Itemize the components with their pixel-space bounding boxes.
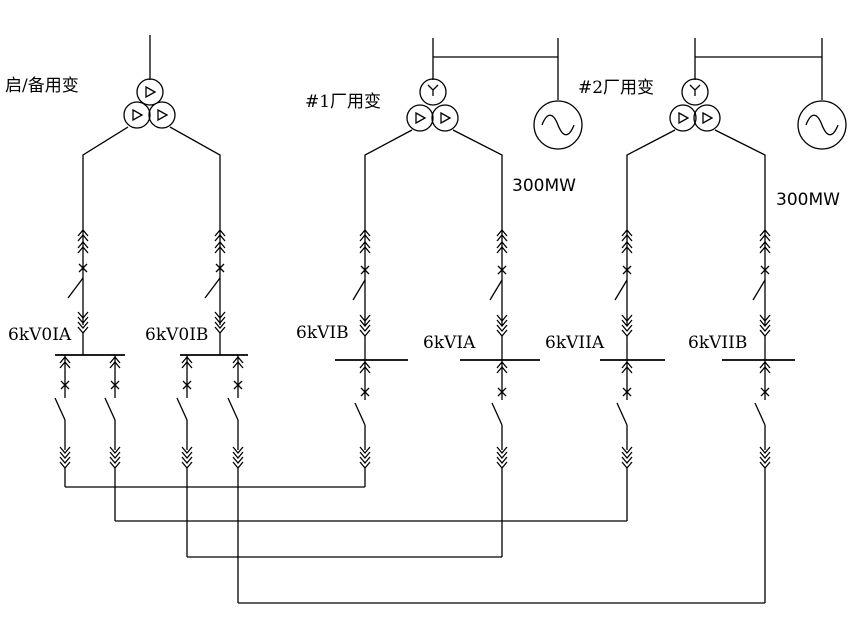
startup-transformer-label: 启/备用变 bbox=[5, 76, 79, 96]
generator-2-label: 300MW bbox=[776, 190, 840, 210]
tie-feeder-vib bbox=[354, 360, 371, 487]
bus-viib-label: 6kVIIB bbox=[688, 333, 747, 353]
tie-feeder-0ia-2 bbox=[104, 355, 121, 521]
unit2-transformer-label: #2厂用变 bbox=[578, 78, 654, 98]
bus-0ib-label: 6kV0IB bbox=[145, 325, 208, 345]
generator-1-icon bbox=[533, 100, 583, 150]
incoming-breaker-0ib bbox=[204, 229, 226, 334]
incoming-breaker-vib bbox=[352, 229, 371, 360]
generator-2-icon bbox=[797, 100, 847, 150]
incoming-breaker-via bbox=[489, 229, 508, 360]
tie-feeder-0ia-1 bbox=[54, 355, 71, 487]
incoming-breaker-viib bbox=[752, 229, 771, 360]
tie-feeder-0ib-1 bbox=[176, 355, 193, 557]
generator-1-label: 300MW bbox=[512, 176, 576, 196]
startup-transformer bbox=[82, 35, 221, 325]
unit1-transformer bbox=[364, 38, 559, 325]
unit1-transformer-label: #1厂用变 bbox=[305, 92, 381, 112]
tie-feeder-viia bbox=[616, 360, 633, 521]
tie-feeder-0ib-2 bbox=[227, 355, 244, 603]
incoming-breaker-0ia bbox=[67, 229, 89, 334]
tie-feeder-viib bbox=[754, 360, 771, 603]
unit2-transformer bbox=[626, 38, 823, 325]
tie-feeder-via bbox=[491, 360, 508, 557]
bus-viia-label: 6kVIIA bbox=[545, 333, 605, 353]
bus-vib-label: 6kVIB bbox=[296, 323, 349, 343]
bus-0ia-label: 6kV0IA bbox=[8, 325, 72, 345]
incoming-breaker-viia bbox=[614, 229, 633, 360]
bus-via-label: 6kVIA bbox=[423, 333, 476, 353]
